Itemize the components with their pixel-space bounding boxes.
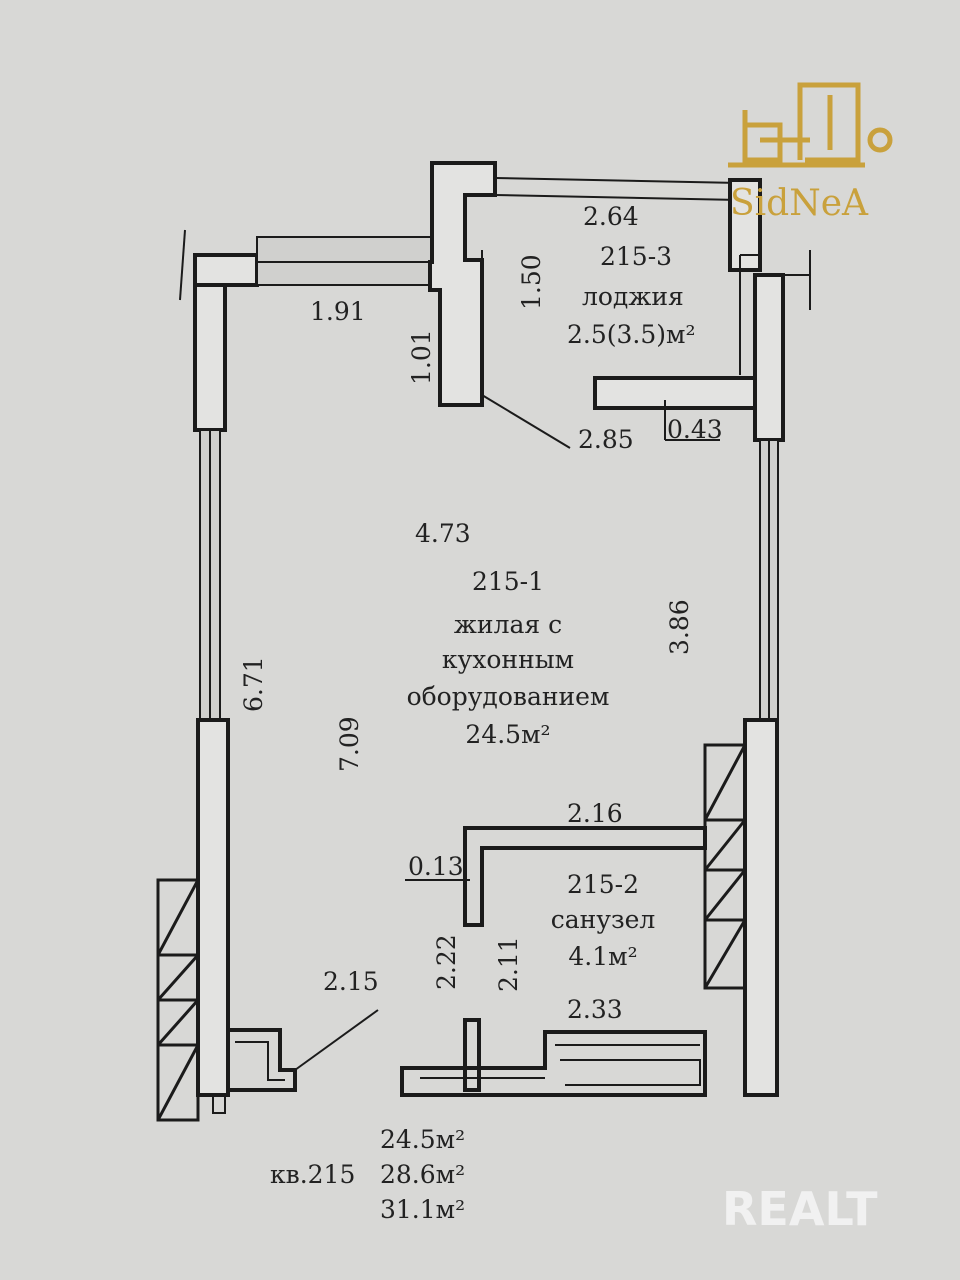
dim-473: 4.73 (415, 519, 471, 548)
entrance-corner (212, 1028, 297, 1114)
center-pillar (428, 161, 497, 407)
dim-216: 2.16 (567, 799, 623, 828)
dim-386: 3.86 (665, 599, 694, 655)
dim-013: 0.13 (408, 852, 464, 881)
summary-area-2: 28.6м² (380, 1160, 465, 1189)
vent-shaft-left (156, 878, 200, 1122)
right-wall (743, 250, 811, 1097)
living-number: 215-1 (472, 567, 544, 596)
dim-264: 2.64 (583, 202, 639, 231)
living-name-2: кухонным (442, 645, 574, 674)
leader-215 (294, 1009, 379, 1071)
dim-233: 2.33 (567, 995, 623, 1024)
dim-285: 2.85 (578, 425, 634, 454)
apartment-number: кв.215 (270, 1160, 355, 1189)
living-name-1: жилая с (454, 610, 562, 639)
loggia-name: лоджия (582, 282, 684, 311)
dim-150: 1.50 (517, 254, 546, 310)
summary-area-3: 31.1м² (380, 1195, 465, 1224)
dim-211: 2.11 (494, 936, 523, 992)
bathroom-name: санузел (551, 905, 656, 934)
dim-709: 7.09 (335, 716, 364, 772)
sidnea-logo: SidNeA (728, 82, 893, 224)
dim-043: 0.43 (667, 415, 723, 444)
vent-shaft-right (703, 743, 747, 990)
top-window (256, 236, 433, 286)
loggia-area: 2.5(3.5)м² (567, 320, 696, 349)
bathroom-walls (400, 826, 707, 1097)
loggia-number: 215-3 (600, 242, 672, 271)
dim-191: 1.91 (310, 297, 366, 326)
leader-285 (481, 394, 571, 449)
realt-watermark: REALT (722, 1182, 878, 1236)
living-area: 24.5м² (465, 720, 550, 749)
living-name-3: оборудованием (407, 682, 610, 711)
logo-text: SidNeA (730, 183, 869, 224)
dim-222: 2.22 (432, 934, 461, 990)
dim-215: 2.15 (323, 967, 379, 996)
dim-101: 1.01 (407, 329, 436, 385)
dim-671: 6.71 (239, 656, 268, 712)
bathroom-number: 215-2 (567, 870, 639, 899)
bathroom-area: 4.1м² (568, 942, 637, 971)
summary-area-1: 24.5м² (380, 1125, 465, 1154)
loggia-walls (494, 177, 762, 441)
